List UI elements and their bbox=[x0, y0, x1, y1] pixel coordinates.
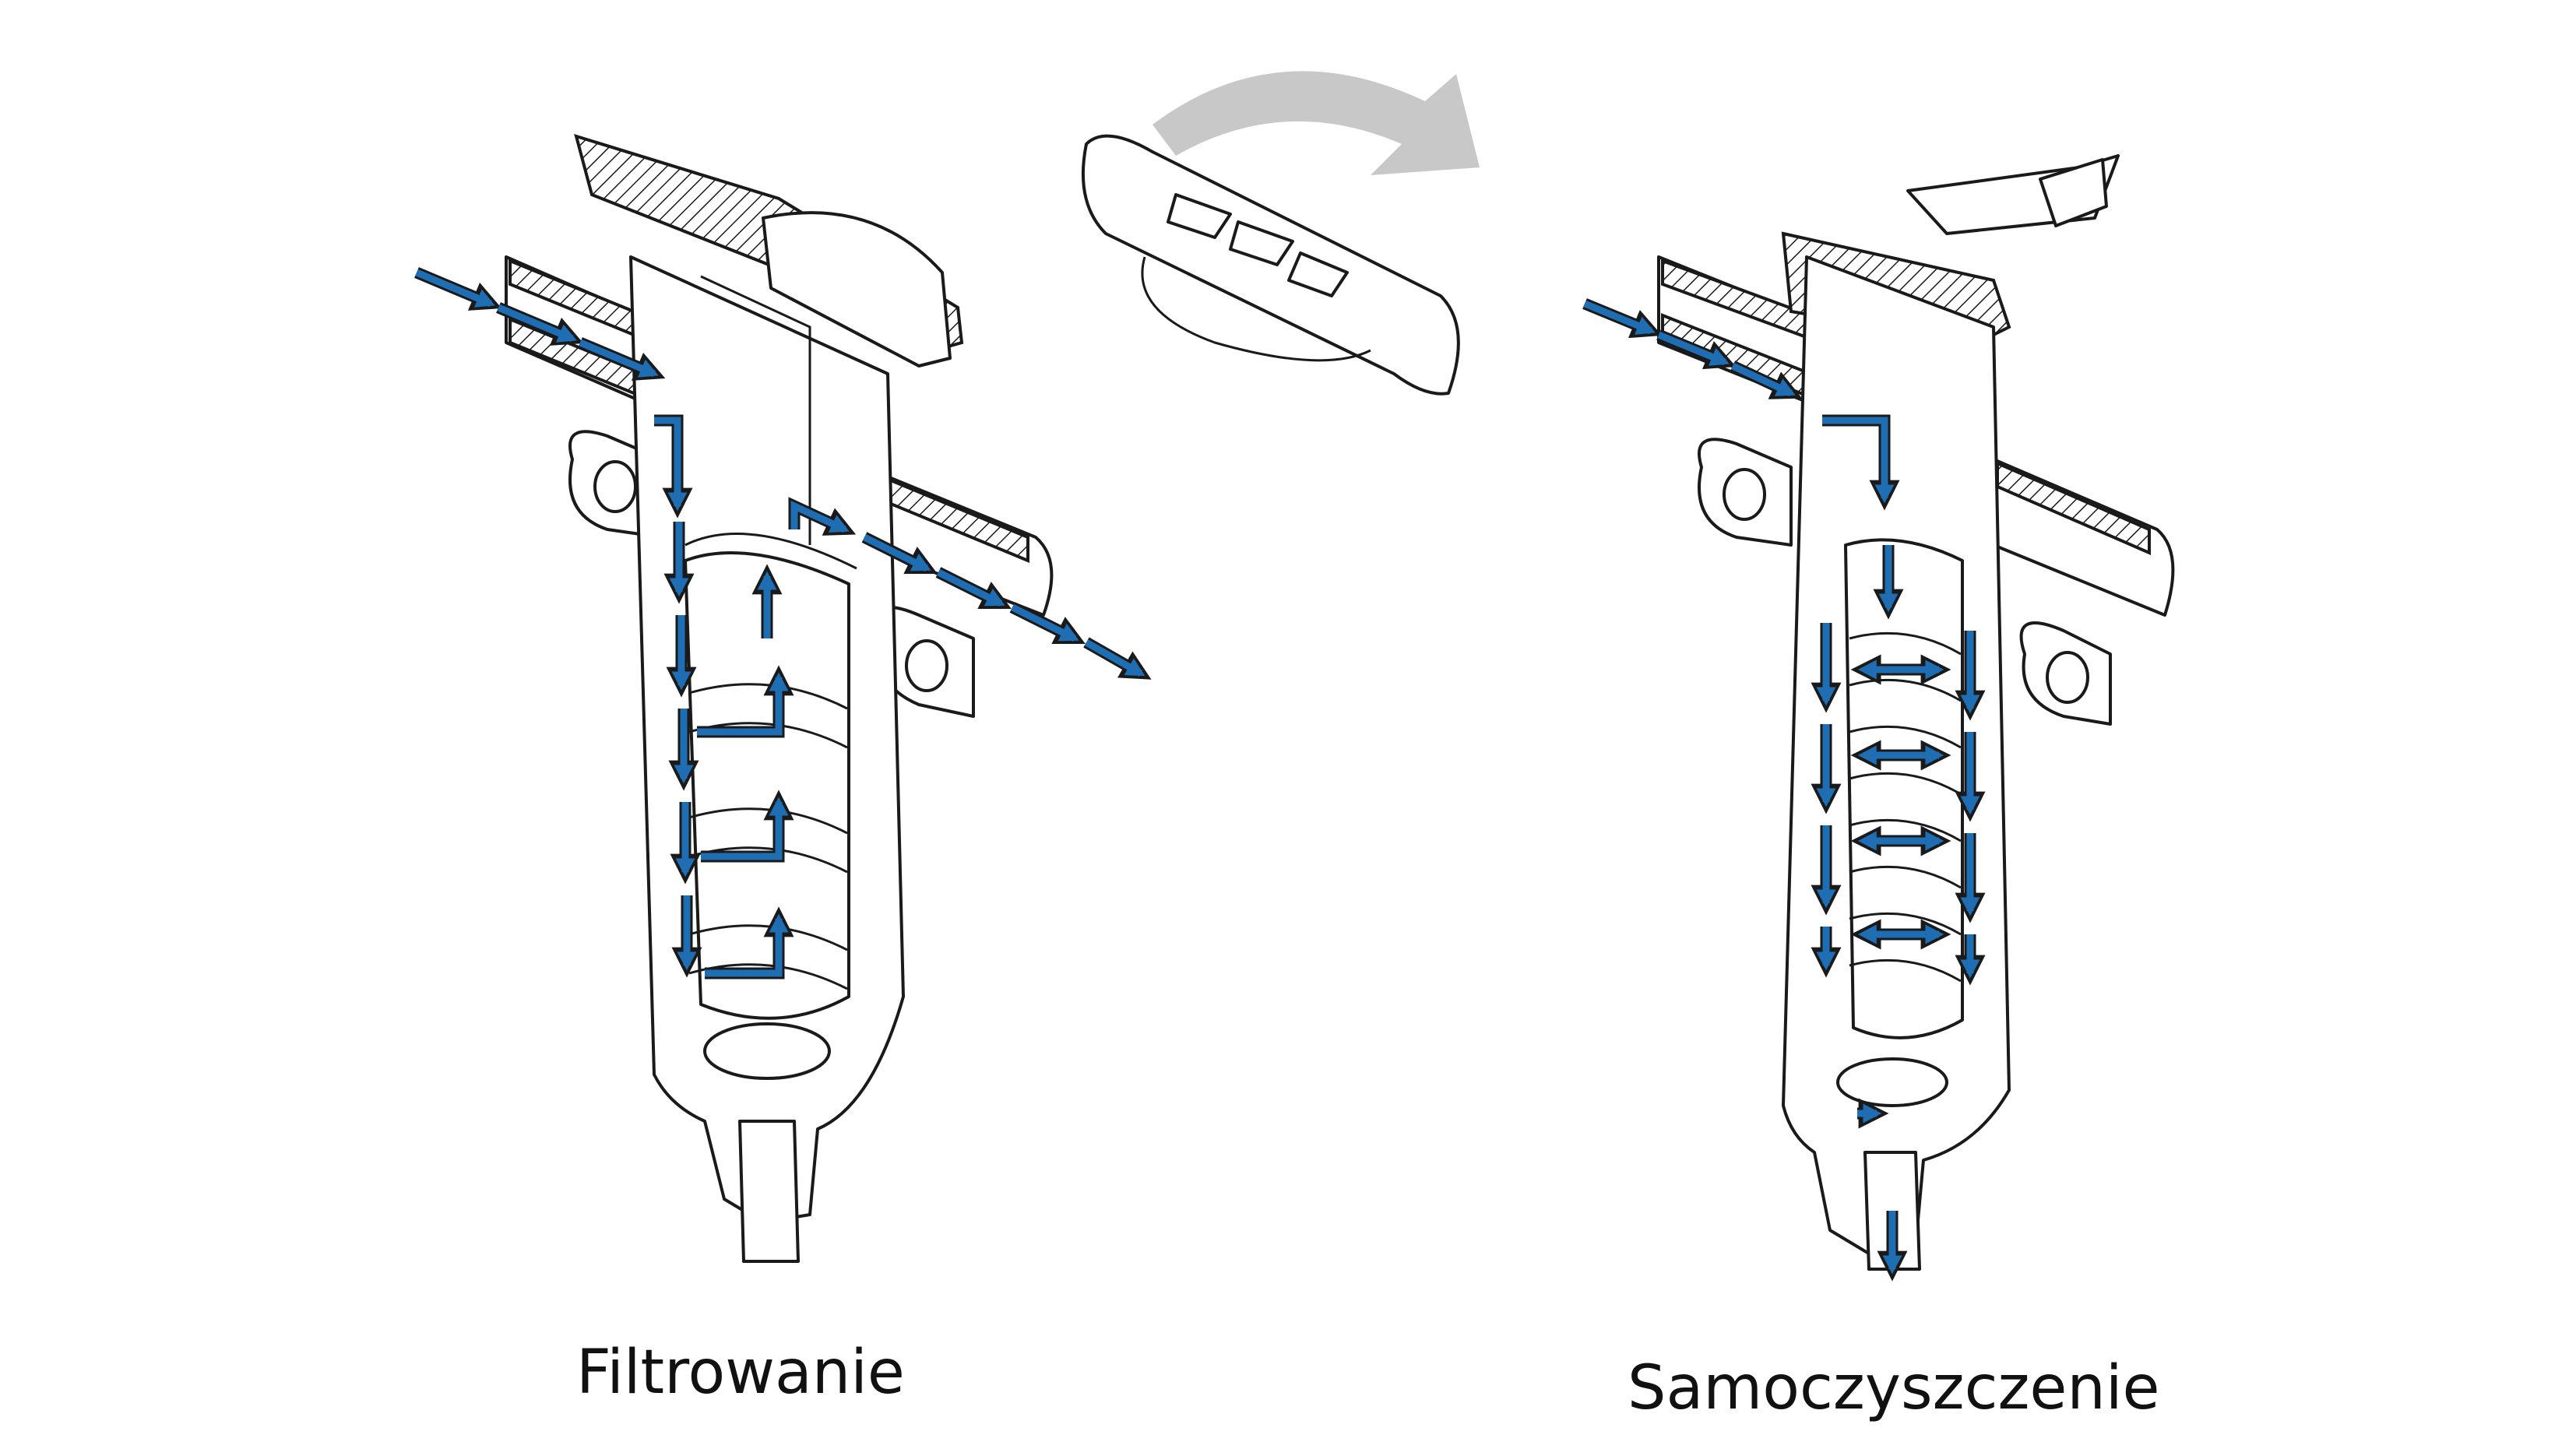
filter-right-drawing bbox=[1657, 154, 2175, 1271]
caption-filtering: Filtrowanie bbox=[576, 1338, 905, 1408]
flow-arrows-left bbox=[414, 267, 1152, 979]
caption-self-cleaning: Samoczyszczenie bbox=[1628, 1353, 2160, 1423]
flow-arrows-right bbox=[1582, 298, 1986, 1282]
rotation-indicator bbox=[1081, 71, 1480, 396]
curved-rotate-arrow-icon bbox=[1153, 71, 1480, 175]
